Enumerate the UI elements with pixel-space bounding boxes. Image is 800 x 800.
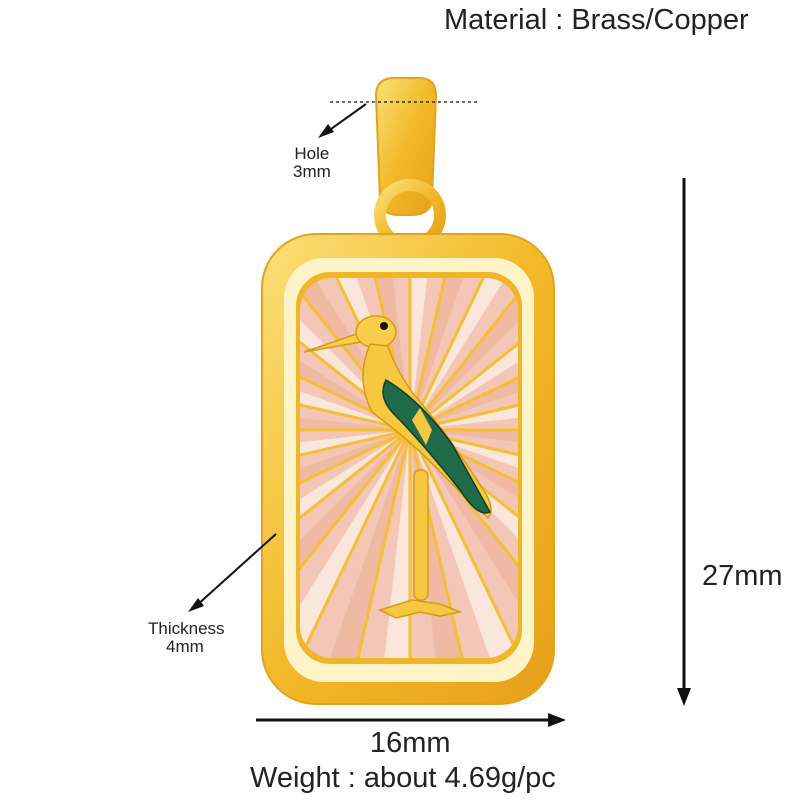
sunburst-line — [300, 428, 411, 658]
sunburst-line — [409, 339, 518, 432]
sunburst-ray — [300, 278, 410, 430]
sunburst-line — [408, 278, 518, 431]
weight-label: Weight : about 4.69g/pc — [250, 762, 556, 794]
sunburst-line — [409, 428, 518, 605]
hole-label-text: Hole — [294, 144, 330, 163]
sunburst-ray — [410, 278, 518, 430]
sunburst-line — [300, 339, 411, 432]
thickness-label: Thickness 4mm — [148, 620, 225, 656]
width-dimension-arrow — [256, 713, 566, 727]
thickness-indicator — [188, 533, 277, 612]
sunburst-ray — [300, 430, 410, 658]
sunburst-line — [300, 428, 411, 521]
sunburst-ray — [300, 278, 410, 430]
sunburst-ray — [410, 430, 518, 475]
sunburst-ray — [410, 278, 518, 430]
sunburst-line — [408, 278, 518, 431]
width-label: 16mm — [370, 727, 451, 759]
sunburst-line — [300, 278, 411, 432]
sunburst-ray — [410, 278, 518, 430]
bail — [374, 77, 446, 251]
sunburst-line — [300, 429, 412, 658]
sunburst-ray — [300, 385, 410, 430]
material-label: Material : Brass/Copper — [444, 4, 749, 36]
sunburst-line — [409, 278, 518, 432]
sunburst-line — [408, 429, 518, 658]
sunburst-line — [300, 278, 411, 432]
sunburst-ray — [365, 430, 410, 658]
sunburst-ray — [300, 430, 410, 604]
height-label: 27mm — [702, 560, 783, 592]
bird-figure — [303, 315, 492, 619]
sunburst-line — [300, 429, 412, 658]
sunburst-ray — [300, 430, 410, 658]
hole-indicator — [318, 101, 478, 138]
hole-label: Hole 3mm — [293, 145, 331, 181]
sunburst-ray — [410, 430, 518, 658]
thickness-value: 4mm — [166, 637, 204, 656]
sunburst-ray — [410, 430, 518, 643]
sunburst-line — [300, 428, 411, 605]
sunburst-ray — [410, 430, 518, 658]
sunburst-ray — [300, 278, 410, 430]
sunburst-line — [408, 278, 501, 431]
thickness-label-text: Thickness — [148, 619, 225, 638]
sunburst-ray — [410, 278, 518, 430]
sunburst-line — [409, 428, 518, 521]
sunburst-line — [409, 278, 518, 432]
sunburst-ray — [410, 278, 518, 430]
hole-value: 3mm — [293, 162, 331, 181]
sunburst-ray — [410, 278, 455, 430]
sunburst-ray — [300, 297, 410, 430]
sunburst-line — [319, 429, 412, 658]
sunburst-ray — [410, 430, 518, 563]
sunburst-ray — [300, 430, 410, 658]
sunburst-ray — [300, 430, 410, 658]
height-dimension-arrow — [677, 178, 691, 706]
